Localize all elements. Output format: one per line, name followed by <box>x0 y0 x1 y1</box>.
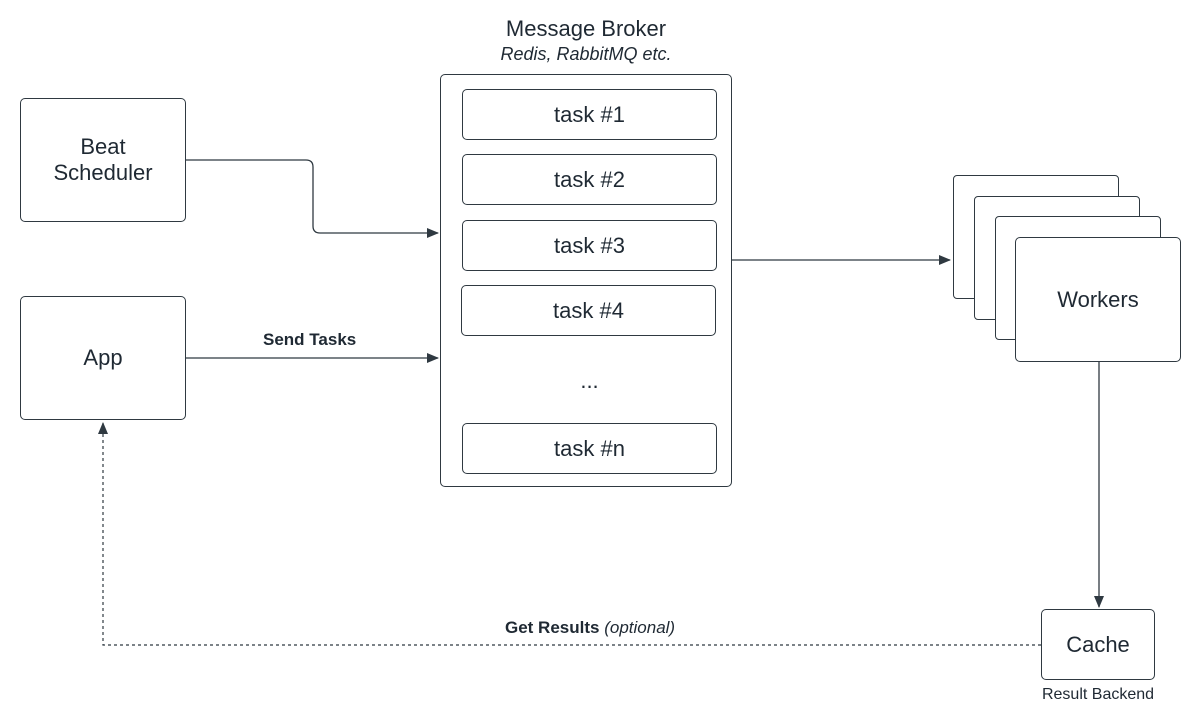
edge-cache-to-app <box>98 422 1041 646</box>
task-4: task #4 <box>461 285 716 336</box>
broker-title: Message Broker <box>505 16 667 41</box>
get-results-text: Get Results <box>505 618 600 637</box>
send-tasks-label: Send Tasks <box>263 330 357 349</box>
task-n: task #n <box>462 423 717 474</box>
result-backend-caption: Result Backend <box>1041 686 1155 703</box>
message-broker <box>440 74 732 487</box>
beat-scheduler-node: Beat Scheduler <box>20 98 186 222</box>
broker-subtitle: Redis, RabbitMQ etc. <box>500 44 672 64</box>
get-results-label: Get Results (optional) <box>505 618 675 638</box>
task-2: task #2 <box>462 154 717 205</box>
workers-label: Workers <box>1057 286 1139 312</box>
workers-node: Workers <box>1015 237 1181 362</box>
task-3: task #3 <box>462 220 717 271</box>
task-1: task #1 <box>462 89 717 140</box>
cache-label: Cache <box>1066 631 1130 657</box>
get-results-note: (optional) <box>604 618 676 637</box>
app-node: App <box>20 296 186 420</box>
cache-node: Cache <box>1041 609 1155 680</box>
beat-scheduler-label: Beat Scheduler <box>53 134 153 185</box>
edge-beat-to-broker <box>186 159 439 238</box>
task-ellipsis: ... <box>580 368 599 393</box>
app-label: App <box>83 345 123 370</box>
